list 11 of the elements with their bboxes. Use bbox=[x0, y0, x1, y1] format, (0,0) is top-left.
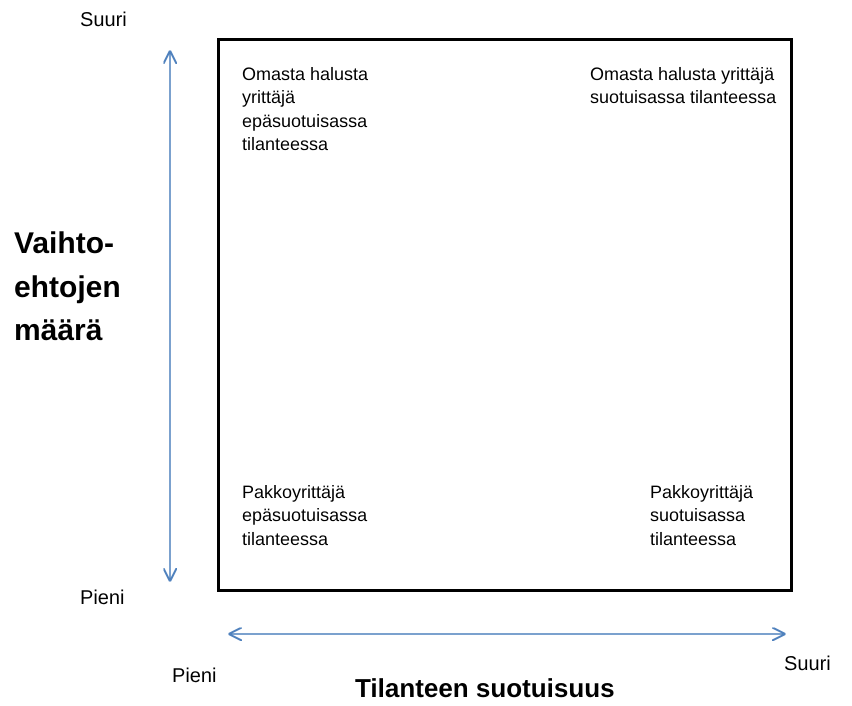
scale-label: Suuri bbox=[784, 652, 831, 677]
matrix-frame bbox=[217, 38, 793, 592]
quadrant-label: Pakkoyrittäjä epäsuotuisassa tilanteessa bbox=[242, 481, 368, 551]
scale-label: Pieni bbox=[80, 586, 124, 611]
axis-title: Tilanteen suotuisuus bbox=[355, 672, 615, 704]
axis-title: Vaihto- ehtojen määrä bbox=[14, 226, 122, 349]
quadrant-label: Omasta halusta yrittäjä suotuisassa tilanteessa bbox=[590, 63, 778, 110]
scale-label: Pieni bbox=[172, 664, 216, 689]
quadrant-label: Omasta halusta yrittäjä epäsuotuisassa tilanteessa bbox=[242, 63, 370, 156]
quadrant-label: Pakkoyrittäjä suotuisassa tilanteessa bbox=[650, 481, 754, 551]
scale-label: Suuri bbox=[80, 8, 127, 33]
